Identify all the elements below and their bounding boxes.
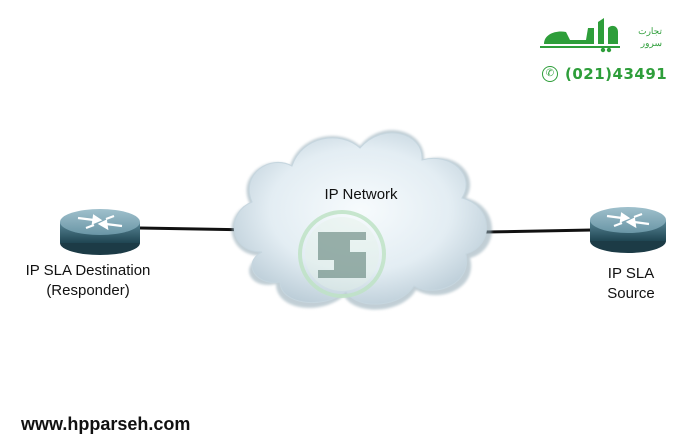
source-label: IP SLA Source [590,264,672,304]
brand-subtitle-line2: سرور [640,38,662,48]
destination-label: IP SLA Destination (Responder) [0,261,176,301]
phone-icon: ✆ [542,66,558,82]
brand-logo-icon [540,18,620,53]
phone-number: (021)43491 [565,65,668,83]
contact-phone: ✆ (021)43491 [542,64,667,84]
destination-label-line1: IP SLA Destination [25,262,151,279]
destination-label-line2: (Responder) [46,282,130,299]
source-label-line1: IP SLA [607,265,655,282]
source-label-line2: Source [607,285,655,302]
link-network-source [485,228,593,234]
hpparseh-logo-icon [298,210,386,298]
website-link[interactable]: www.hpparseh.com [21,414,191,434]
router-destination-icon [60,209,140,255]
ip-network-cloud [231,130,493,310]
brand-subtitle-line1: تجارت [638,26,662,36]
router-source-icon [590,207,666,253]
network-label: IP Network [324,186,398,203]
